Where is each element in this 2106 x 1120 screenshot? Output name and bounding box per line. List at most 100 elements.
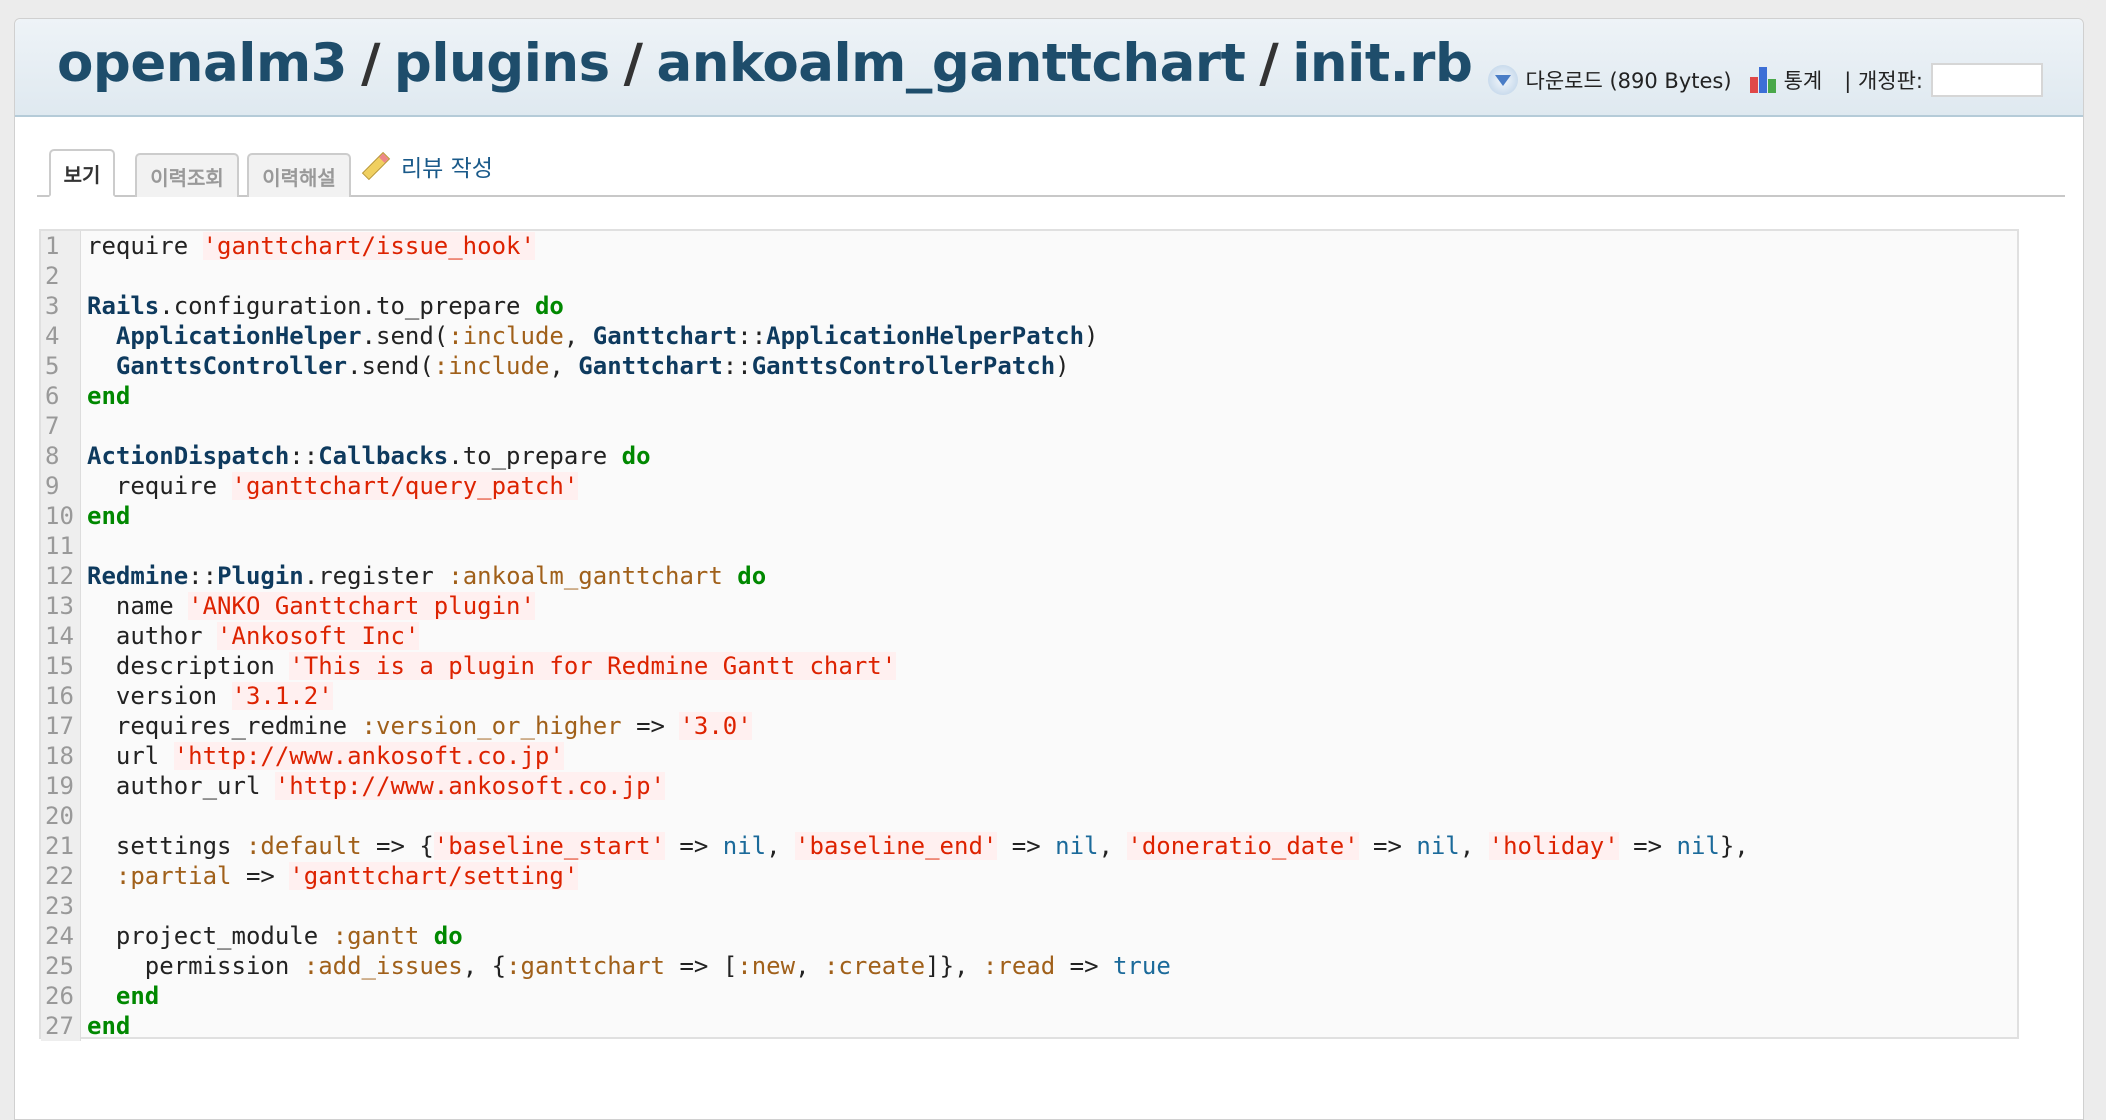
line-number[interactable]: 19 [41,771,81,801]
code-token: author [87,622,218,650]
code-token: 'doneratio_date' [1127,832,1359,860]
tab-view[interactable]: 보기 [49,149,115,197]
code-text: Redmine::Plugin.register :ankoalm_ganttc… [81,561,766,591]
code-token: 'baseline_start' [433,832,665,860]
code-text: version '3.1.2' [81,681,333,711]
code-token: 'ANKO Ganttchart plugin' [188,592,535,620]
code-text [81,261,87,291]
code-token: Plugin [217,562,304,590]
code-token: :ganttchart [506,952,666,980]
line-number[interactable]: 20 [41,801,81,831]
line-number[interactable]: 17 [41,711,81,741]
line-number[interactable]: 2 [41,261,81,291]
download-icon[interactable] [1487,65,1518,95]
code-line: 17 requires_redmine :version_or_higher =… [41,711,2017,741]
code-token: , [1098,832,1128,860]
line-number[interactable]: 10 [41,501,81,531]
code-line: 11 [41,531,2017,561]
line-number[interactable]: 23 [41,891,81,921]
line-number[interactable]: 26 [41,981,81,1011]
code-token: 'This is a plugin for Redmine Gantt char… [289,652,897,680]
code-text: GanttsController.send(:include, Ganttcha… [81,351,1070,381]
line-number[interactable]: 1 [41,231,81,261]
tab-annotate[interactable]: 이력해설 [247,153,351,197]
code-token: :include [433,352,550,380]
line-number[interactable]: 21 [41,831,81,861]
code-token: 'baseline_end' [795,832,998,860]
code-token: :partial [115,862,232,890]
code-token: end [87,382,131,410]
code-token: end [87,502,131,530]
breadcrumb-folder-plugins[interactable]: plugins [393,33,610,94]
line-number[interactable]: 18 [41,741,81,771]
code-token: nil [1416,832,1460,860]
code-token: Rails [87,292,160,320]
code-line: 24 project_module :gantt do [41,921,2017,951]
code-text: :partial => 'ganttchart/setting' [81,861,579,891]
code-token: :include [448,322,564,350]
line-number[interactable]: 15 [41,651,81,681]
code-token: do [433,922,463,950]
line-number[interactable]: 11 [41,531,81,561]
code-token: settings [87,832,246,860]
code-text: ActionDispatch::Callbacks.to_prepare do [81,441,651,471]
line-number[interactable]: 8 [41,441,81,471]
code-token: end [87,1012,131,1040]
line-number[interactable]: 14 [41,621,81,651]
breadcrumb-folder-plugin[interactable]: ankoalm_ganttchart [656,33,1246,94]
code-token: permission [87,952,304,980]
line-number[interactable]: 27 [41,1011,81,1041]
code-token: Ganttchart [578,352,723,380]
line-number[interactable]: 7 [41,411,81,441]
line-number[interactable]: 9 [41,471,81,501]
code-token: => [1055,952,1113,980]
code-token: => [231,862,290,890]
code-token: 'ganttchart/query_patch' [231,472,579,500]
code-token: => [1358,832,1417,860]
code-token: .configuration.to_prepare [159,292,535,320]
code-text: author_url 'http://www.ankosoft.co.jp' [81,771,665,801]
code-text: author 'Ankosoft Inc' [81,621,420,651]
code-token: }, [1719,832,1749,860]
line-number[interactable]: 5 [41,351,81,381]
line-number[interactable]: 13 [41,591,81,621]
line-number[interactable]: 6 [41,381,81,411]
line-number[interactable]: 12 [41,561,81,591]
code-line: 16 version '3.1.2' [41,681,2017,711]
bar-chart-icon[interactable] [1749,67,1776,93]
code-line: 14 author 'Ankosoft Inc' [41,621,2017,651]
pencil-icon [361,151,391,181]
line-number[interactable]: 22 [41,861,81,891]
breadcrumb: openalm3/plugins/ankoalm_ganttchart/init… [57,33,1473,94]
code-token: GanttsControllerPatch [751,352,1056,380]
code-token: '3.0' [679,712,752,740]
file-actions: 다운로드 (890 Bytes) 통계 | 개정판: [1487,63,2043,97]
code-token [723,562,737,590]
code-token: :version_or_higher [361,712,622,740]
breadcrumb-file[interactable]: init.rb [1292,33,1473,94]
line-number[interactable]: 16 [41,681,81,711]
revision-input[interactable] [1931,63,2043,97]
code-text: require 'ganttchart/query_patch' [81,471,579,501]
code-token: :read [982,952,1056,980]
code-text [81,891,87,921]
line-number[interactable]: 25 [41,951,81,981]
breadcrumb-project[interactable]: openalm3 [57,33,348,94]
line-number[interactable]: 3 [41,291,81,321]
breadcrumb-separator: / [623,33,643,94]
code-token: version [87,682,232,710]
stats-link[interactable]: 통계 [1783,69,1823,93]
code-text [81,531,87,561]
tab-history[interactable]: 이력조회 [135,153,239,197]
line-number[interactable]: 4 [41,321,81,351]
code-token [87,322,116,350]
code-token: , [795,952,824,980]
write-review-link[interactable]: 리뷰 작성 [361,149,493,183]
line-number[interactable]: 24 [41,921,81,951]
code-token: => [664,832,723,860]
code-token: .send( [347,352,434,380]
code-text: permission :add_issues, {:ganttchart => … [81,951,1171,981]
download-link[interactable]: 다운로드 (890 Bytes) [1525,69,1732,93]
